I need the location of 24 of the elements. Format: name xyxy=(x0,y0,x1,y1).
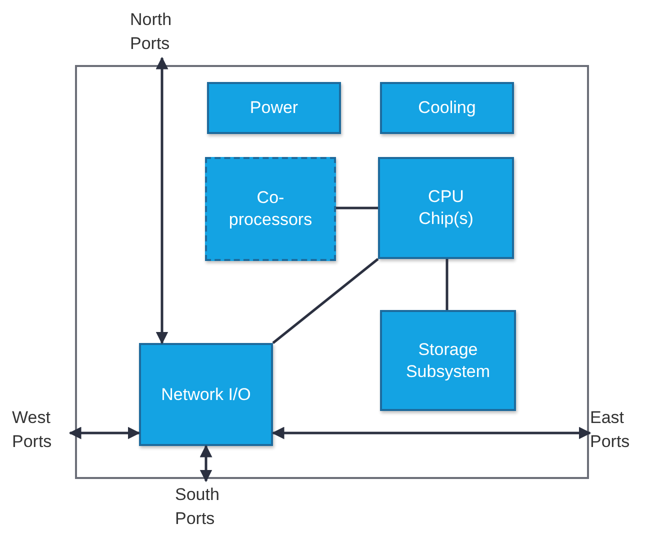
component-box xyxy=(207,82,341,134)
component-label: CPU Chip(s) xyxy=(418,186,474,230)
component-label: Storage Subsystem xyxy=(404,338,492,382)
port-label: East Ports xyxy=(590,404,645,456)
arrow xyxy=(68,426,140,440)
connector-line xyxy=(336,206,378,210)
arrow xyxy=(272,426,592,440)
component-box xyxy=(139,343,273,446)
port-label: West Ports xyxy=(12,404,70,456)
component-box xyxy=(380,82,514,134)
arrow xyxy=(200,444,212,482)
component-label: Cooling xyxy=(418,97,476,119)
arrow xyxy=(156,56,168,344)
component-box xyxy=(378,157,514,259)
connector-line xyxy=(446,259,448,310)
port-label: North Ports xyxy=(130,6,192,58)
component-label: Co-processors xyxy=(228,187,314,231)
component-box xyxy=(205,157,336,261)
component-label: Network I/O xyxy=(161,384,251,406)
port-label: South Ports xyxy=(175,481,239,533)
component-box xyxy=(380,310,516,411)
component-label: Power xyxy=(250,97,298,119)
chassis-outline xyxy=(75,65,589,479)
connector-line xyxy=(272,258,379,344)
